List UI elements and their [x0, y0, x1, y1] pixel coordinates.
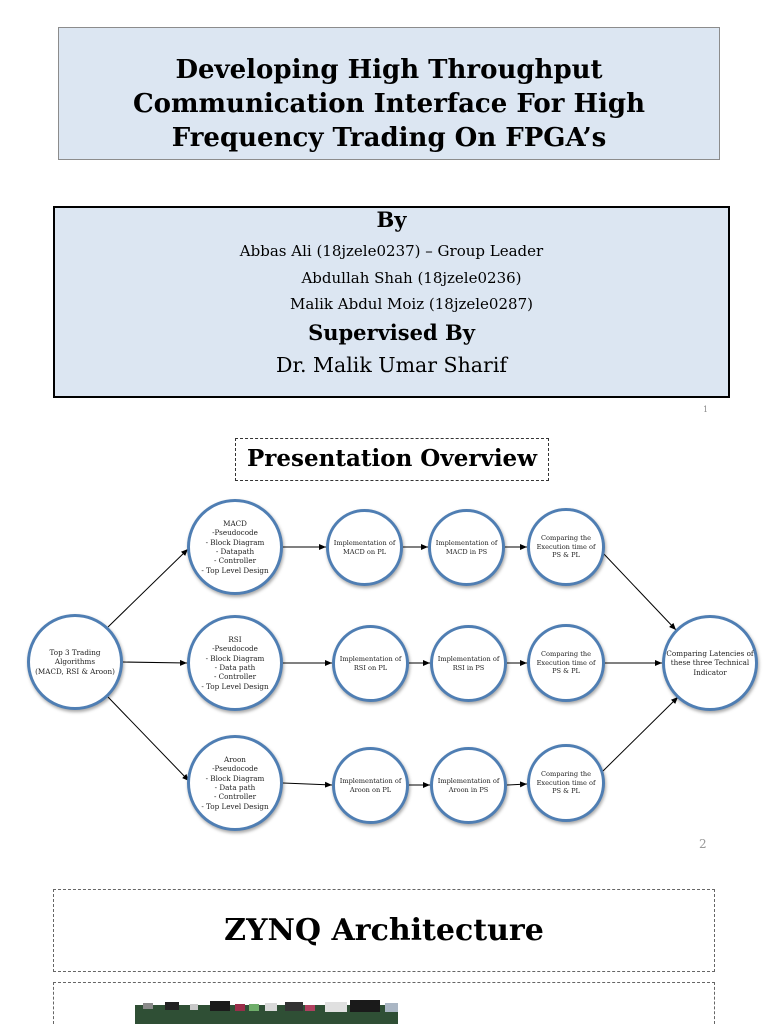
board-component	[265, 1003, 277, 1011]
node-rsi-design: RSI -Pseudocode - Block Diagram - Data p…	[187, 615, 283, 711]
node-macd-ps: Implementation of MACD in PS	[428, 509, 505, 586]
author-3: Malik Abdul Moiz (18jzele0287)	[290, 295, 533, 313]
board-component	[325, 1002, 347, 1012]
node-rsi-pl: Implementation of RSI on PL	[332, 625, 409, 702]
arrow-aroon-compare-to-latencies	[602, 696, 679, 772]
node-label: Implementation of MACD on PL	[333, 539, 396, 556]
image-frame	[53, 982, 715, 1024]
page-number-1: 1	[703, 405, 709, 414]
board-component	[385, 1003, 398, 1012]
node-rsi-ps: Implementation of RSI in PS	[430, 625, 507, 702]
node-label: Implementation of Aroon in PS	[437, 777, 500, 794]
node-label: Top 3 Trading Algorithms (MACD, RSI & Ar…	[35, 648, 115, 676]
board-component	[190, 1004, 198, 1010]
board-component	[210, 1001, 230, 1011]
board-component	[235, 1004, 245, 1011]
node-label: RSI -Pseudocode - Block Diagram - Data p…	[201, 635, 269, 691]
title-box: Developing High Throughput Communication…	[58, 27, 720, 160]
board-component	[165, 1002, 179, 1010]
arrow-start-to-rsi	[122, 659, 188, 666]
node-label: MACD -Pseudocode - Block Diagram - Datap…	[201, 519, 269, 575]
credits-box: By Abbas Ali (18jzele0237) – Group Leade…	[53, 206, 730, 398]
author-2: Abdullah Shah (18jzele0236)	[301, 269, 522, 287]
overview-heading: Presentation Overview	[235, 438, 549, 481]
node-label: Comparing the Execution time of PS & PL	[536, 534, 596, 560]
node-label: Comparing the Execution time of PS & PL	[536, 770, 596, 796]
node-aroon-design: Aroon -Pseudocode - Block Diagram - Data…	[187, 735, 283, 831]
node-label: Implementation of MACD in PS	[435, 539, 498, 556]
page-number-2: 2	[699, 837, 707, 851]
node-aroon-pl: Implementation of Aroon on PL	[332, 747, 409, 824]
node-aroon-compare: Comparing the Execution time of PS & PL	[527, 744, 605, 822]
supervisor-name: Dr. Malik Umar Sharif	[276, 353, 507, 377]
slide-title: Developing High Throughput Communication…	[59, 53, 719, 155]
node-label: Implementation of RSI in PS	[437, 655, 500, 672]
title-line-1: Developing High Throughput	[175, 55, 603, 85]
node-compare-latencies: Comparing Latencies of these three Techn…	[662, 615, 758, 711]
board-component	[285, 1002, 303, 1011]
node-label: Aroon -Pseudocode - Block Diagram - Data…	[201, 755, 269, 811]
node-macd-pl: Implementation of MACD on PL	[326, 509, 403, 586]
board-component	[350, 1000, 380, 1012]
author-1: Abbas Ali (18jzele0237) – Group Leader	[239, 242, 544, 260]
arrow-start-to-macd	[107, 548, 189, 628]
node-top-3-algorithms: Top 3 Trading Algorithms (MACD, RSI & Ar…	[27, 614, 123, 710]
node-label: Comparing the Execution time of PS & PL	[536, 650, 596, 676]
board-component	[305, 1005, 315, 1011]
arrow-macd-compare-to-latencies	[602, 552, 677, 631]
board-component	[249, 1004, 259, 1011]
by-label: By	[376, 207, 407, 232]
node-macd-compare: Comparing the Execution time of PS & PL	[527, 508, 605, 586]
supervised-label: Supervised By	[308, 320, 475, 345]
arrow-aroon-ps-to-compare	[506, 781, 528, 788]
title-line-2: Communication Interface For High	[132, 89, 646, 119]
node-rsi-compare: Comparing the Execution time of PS & PL	[527, 624, 605, 702]
node-macd-design: MACD -Pseudocode - Block Diagram - Datap…	[187, 499, 283, 595]
title-line-3: Frequency Trading On FPGA’s	[171, 123, 607, 153]
node-aroon-ps: Implementation of Aroon in PS	[430, 747, 507, 824]
node-label: Implementation of RSI on PL	[339, 655, 402, 672]
zynq-board-image	[135, 1000, 398, 1024]
node-label: Comparing Latencies of these three Techn…	[666, 649, 754, 677]
arrow-aroon-to-pl	[282, 781, 333, 788]
board-component	[143, 1003, 153, 1009]
zynq-heading: ZYNQ Architecture	[53, 889, 715, 972]
node-label: Implementation of Aroon on PL	[339, 777, 402, 794]
arrow-start-to-aroon	[107, 696, 190, 782]
